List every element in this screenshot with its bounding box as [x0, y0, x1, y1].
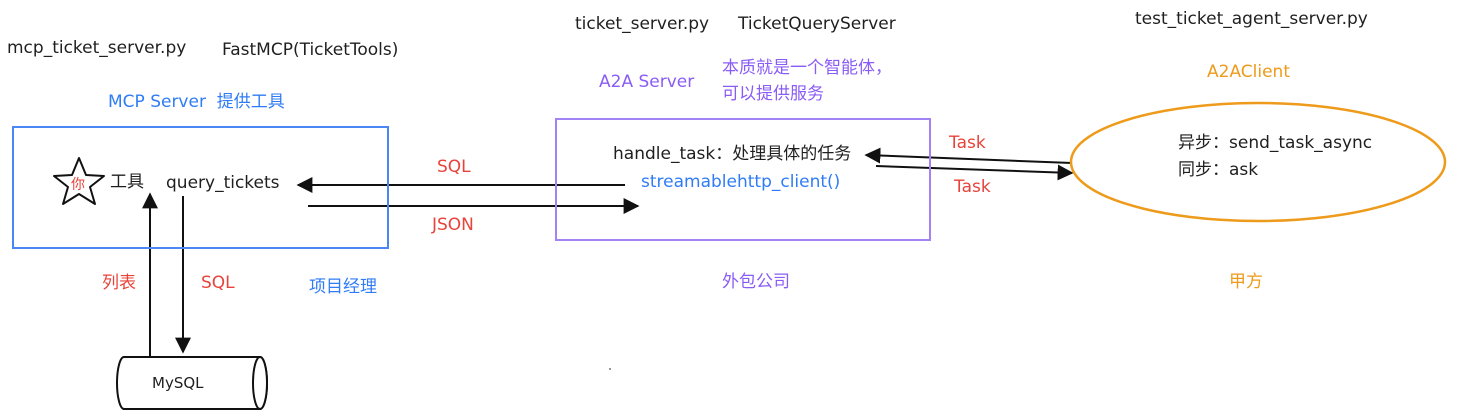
a2a-client-ellipse: [1069, 101, 1447, 223]
mcp-class-name: FastMCP(TicketTools): [222, 40, 399, 60]
client-async-line: 异步：send_task_async: [1178, 133, 1373, 153]
client-filename: test_ticket_agent_server.py: [1135, 9, 1368, 29]
streamablehttp-client-label: streamablehttp_client(): [641, 172, 841, 192]
a2a-server-title: A2A Server: [599, 72, 695, 92]
tool-label: 工具: [110, 172, 144, 192]
json-label: JSON: [432, 215, 474, 235]
star-glyph: 你: [71, 177, 85, 193]
mcp-server-title: MCP Server 提供工具: [108, 92, 285, 112]
a2a-filename: ticket_server.py: [575, 14, 710, 34]
task-request-arrow: [864, 147, 1073, 164]
client-title: A2AClient: [1207, 62, 1290, 82]
a2a-server-box: [555, 118, 931, 241]
a2a-role: 外包公司: [722, 272, 790, 292]
sql-down-label: SQL: [201, 273, 235, 293]
mcp-server-box: [12, 126, 389, 249]
a2a-desc-line1: 本质就是一个智能体，: [722, 58, 892, 78]
mcp-filename: mcp_ticket_server.py: [7, 38, 187, 58]
task-response-arrow: [875, 164, 1074, 181]
star-icon: [53, 157, 105, 205]
a2a-desc-line2: 可以提供服务: [722, 84, 824, 104]
sql-top-label: SQL: [437, 157, 471, 177]
handle-task-label: handle_task：处理具体的任务: [613, 144, 852, 164]
client-role: 甲方: [1229, 272, 1263, 292]
mcp-role: 项目经理: [309, 277, 377, 297]
task-bottom-label: Task: [954, 177, 991, 197]
task-top-label: Task: [949, 133, 986, 153]
a2a-class-name: TicketQueryServer: [738, 14, 896, 34]
client-sync-line: 同步：ask: [1178, 160, 1259, 180]
mysql-database-icon: [116, 356, 268, 410]
mysql-label: MySQL: [152, 374, 204, 392]
tool-name: query_tickets: [166, 173, 280, 193]
list-label: 列表: [102, 273, 136, 293]
